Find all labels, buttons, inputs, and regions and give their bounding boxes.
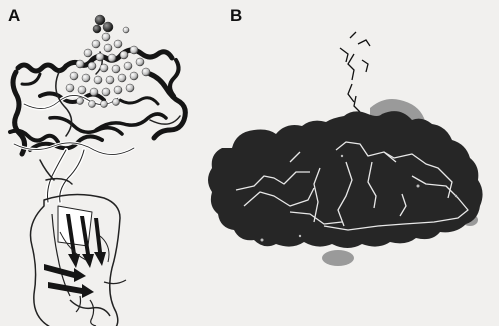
- beta-sheet-domain: [31, 194, 127, 326]
- panel-b-surface-model: [208, 32, 483, 266]
- helix-domain: [10, 50, 185, 155]
- panel-a-ribbon-structure: [10, 15, 185, 326]
- protein-surface: [208, 111, 483, 248]
